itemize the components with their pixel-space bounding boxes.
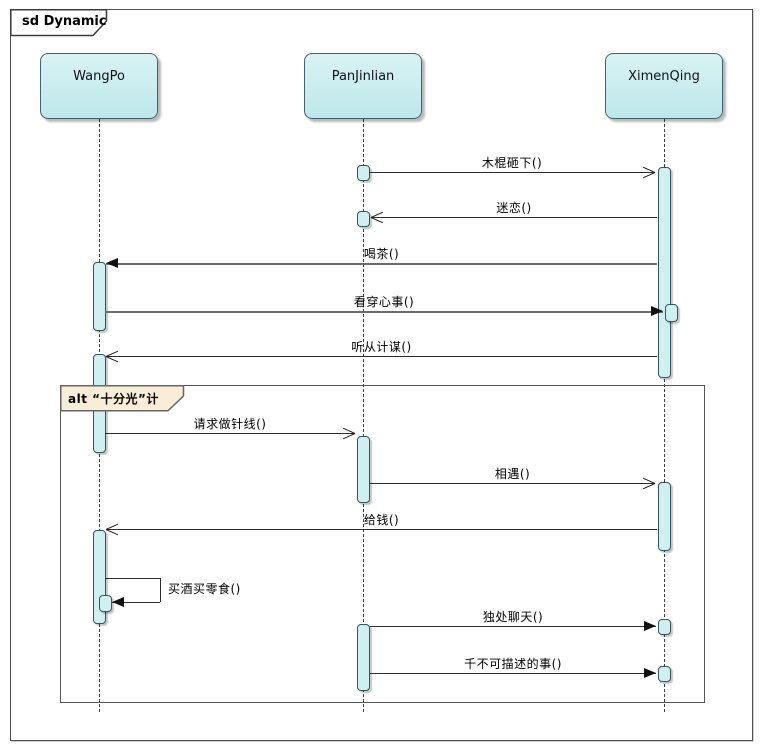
arrowhead-icon xyxy=(105,348,119,364)
alt-operator: alt xyxy=(68,392,88,406)
message-label: 看穿心事() xyxy=(353,295,415,309)
participant-box: PanJinlian xyxy=(304,53,422,119)
message-line xyxy=(160,578,161,602)
message-label: 喝茶() xyxy=(363,247,400,261)
activation-bar xyxy=(356,165,370,181)
alt-fragment-label: alt “十分光”计 xyxy=(68,390,159,407)
arrowhead-icon xyxy=(370,209,384,225)
activation-bar xyxy=(98,595,112,612)
arrowhead-icon xyxy=(106,258,118,268)
message-label: 相遇() xyxy=(494,467,531,481)
message-line xyxy=(370,483,655,484)
lifeline xyxy=(664,119,665,712)
activation-bar xyxy=(356,211,370,227)
activation-bar xyxy=(657,167,671,378)
activation-bar xyxy=(92,262,106,331)
message-label: 独处聊天() xyxy=(482,610,544,624)
activation-bar xyxy=(657,666,671,682)
participant-name: WangPo xyxy=(73,69,125,84)
message-line xyxy=(105,578,160,579)
alt-fragment-tab xyxy=(60,385,185,412)
arrowhead-icon xyxy=(642,475,656,491)
message-line xyxy=(369,172,655,173)
message-label: 给钱() xyxy=(363,513,400,527)
message-label: 请求做针线() xyxy=(193,417,267,431)
message-line xyxy=(105,433,355,434)
message-line xyxy=(371,217,657,218)
message-label: 木棍砸下() xyxy=(481,156,543,170)
frame-title-tab xyxy=(10,9,108,37)
message-line xyxy=(106,263,657,265)
message-line xyxy=(106,529,657,530)
arrowhead-icon xyxy=(342,425,356,441)
message-line xyxy=(106,356,657,357)
participant-name: XimenQing xyxy=(628,69,700,84)
activation-bar xyxy=(664,304,678,322)
activation-bar xyxy=(657,619,671,635)
diagram-frame-border xyxy=(10,9,753,741)
alt-guard: “十分光”计 xyxy=(92,392,159,406)
message-label: 迷恋() xyxy=(496,201,532,215)
participant-name: PanJinlian xyxy=(331,69,395,84)
activation-bar xyxy=(356,624,370,691)
activation-bar xyxy=(657,482,671,551)
frame-title: sd Dynamic xyxy=(22,14,107,29)
activation-bar xyxy=(356,436,370,503)
arrowhead-icon xyxy=(644,621,656,631)
participant-box: XimenQing xyxy=(605,53,723,119)
message-label: 千不可描述的事() xyxy=(464,657,562,671)
arrowhead-icon xyxy=(644,668,656,678)
message-label: 买酒买零食() xyxy=(168,582,241,596)
arrowhead-icon xyxy=(651,306,663,316)
message-line xyxy=(112,602,160,603)
alt-fragment-border xyxy=(60,385,705,703)
participant-box: WangPo xyxy=(40,53,158,119)
message-line xyxy=(370,673,656,674)
arrowhead-icon xyxy=(642,164,656,180)
arrowhead-icon xyxy=(105,521,119,537)
message-line xyxy=(370,626,656,627)
lifeline xyxy=(363,119,364,712)
message-label: 听从计谋() xyxy=(351,340,412,354)
arrowhead-icon xyxy=(112,597,124,607)
message-line xyxy=(105,311,663,313)
